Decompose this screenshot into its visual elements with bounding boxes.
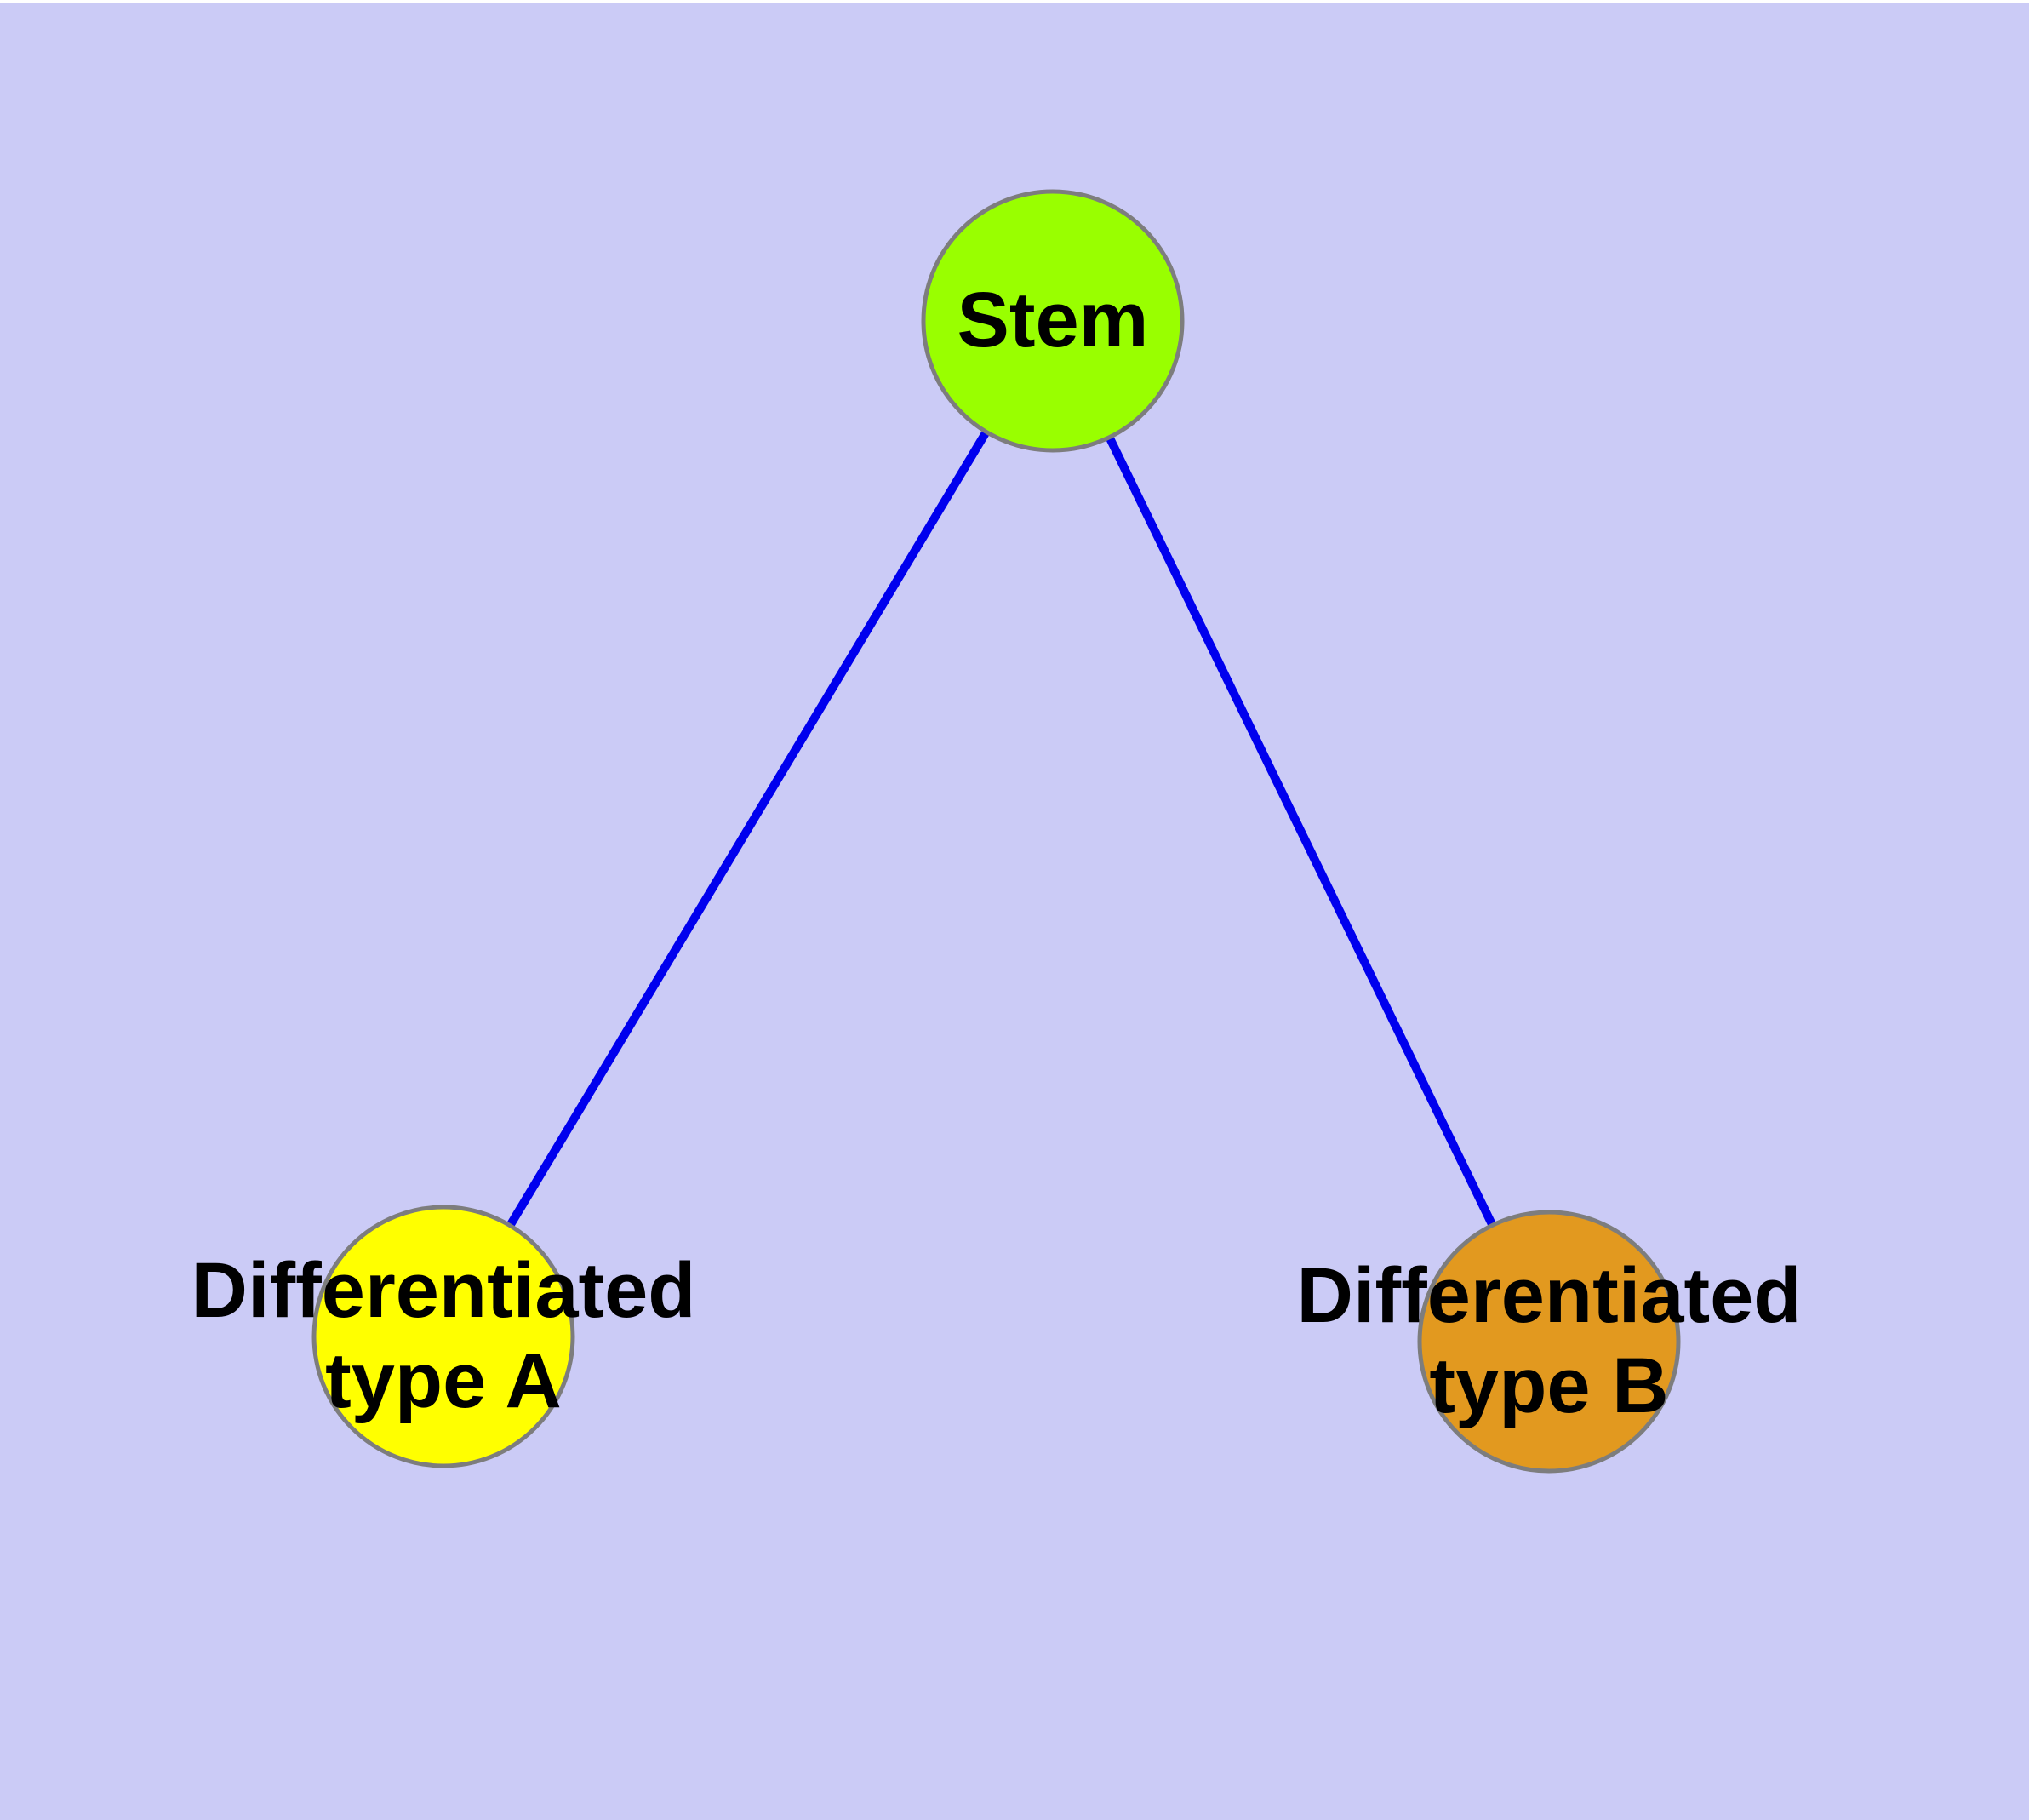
edge-stem-to-differentiated-type-b: [1049, 318, 1553, 1344]
node-circle-differentiated-type-a: [311, 1205, 575, 1468]
graph-svg: [311, 189, 1681, 1474]
node-circle-stem: [921, 189, 1185, 453]
node-circle-differentiated-type-b: [1417, 1210, 1681, 1474]
edge-stem-to-differentiated-type-a: [439, 318, 1057, 1339]
